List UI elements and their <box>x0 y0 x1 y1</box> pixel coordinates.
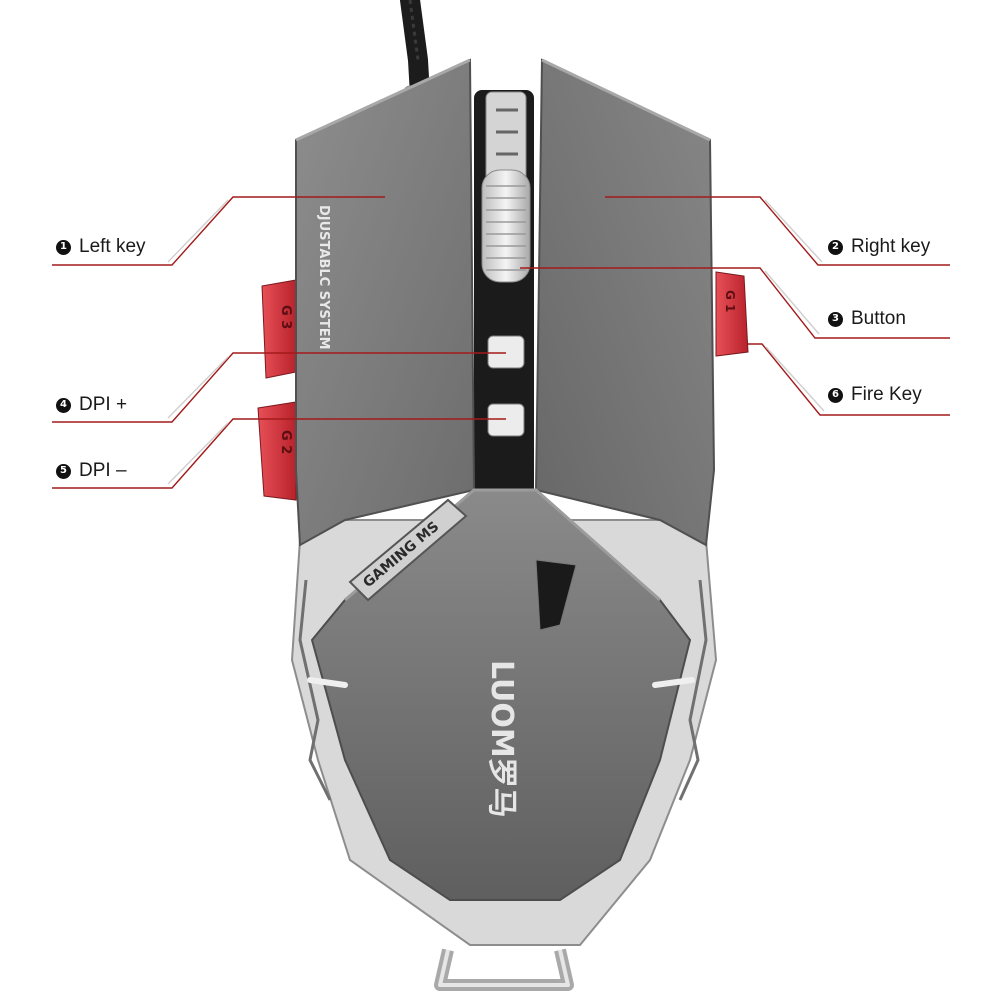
leader-line-fire-key <box>748 343 950 416</box>
callout-label: DPI + <box>79 394 128 415</box>
leader-line-button <box>520 267 950 339</box>
dpi-plus-button-shape <box>487 335 525 369</box>
center-column <box>474 90 534 510</box>
scroll-wheel <box>481 169 531 283</box>
callout-label: Left key <box>79 236 146 257</box>
callout-number: 6 <box>828 387 843 403</box>
brand-logo: LUOM罗马 <box>484 660 519 818</box>
svg-text:G 1: G 1 <box>723 290 737 312</box>
callout-fire-key: 6 Fire Key <box>828 384 922 406</box>
rear-handle <box>434 948 574 991</box>
callout-dpi-plus: 4 DPI + <box>56 394 127 416</box>
right-key-shell <box>534 58 716 547</box>
leader-line-dpi-minus <box>52 418 506 489</box>
left-side-keys: G 3 G 2 <box>257 279 297 501</box>
fire-key-shape: G 1 <box>715 271 749 357</box>
callout-number: 2 <box>828 239 843 255</box>
leader-lines <box>52 196 950 489</box>
leader-line-left-key <box>52 196 385 266</box>
left-key-marking: DJUSTABLC SYSTEM <box>316 205 331 350</box>
svg-text:G 3: G 3 <box>278 305 293 329</box>
leader-line-dpi-plus <box>52 352 506 423</box>
callout-label: Button <box>851 308 906 329</box>
callout-number: 4 <box>56 397 71 413</box>
callout-right-key: 2 Right key <box>828 236 930 258</box>
callout-number: 5 <box>56 463 71 479</box>
callout-left-key: 1 Left key <box>56 236 146 258</box>
rear-shell <box>307 488 695 901</box>
left-key-shell: DJUSTABLC SYSTEM <box>295 58 476 547</box>
callout-dpi-minus: 5 DPI – <box>56 460 127 482</box>
leader-line-right-key <box>605 196 950 266</box>
callout-label: Fire Key <box>851 384 922 405</box>
callout-number: 3 <box>828 311 843 327</box>
callout-label: Right key <box>851 236 931 257</box>
callout-button: 3 Button <box>828 308 906 330</box>
callout-label: DPI – <box>79 460 127 481</box>
callout-number: 1 <box>56 239 71 255</box>
dpi-minus-button-shape <box>487 403 525 437</box>
brand-logo-text: LUOM罗马 <box>484 660 519 818</box>
svg-text:G 2: G 2 <box>278 430 293 454</box>
